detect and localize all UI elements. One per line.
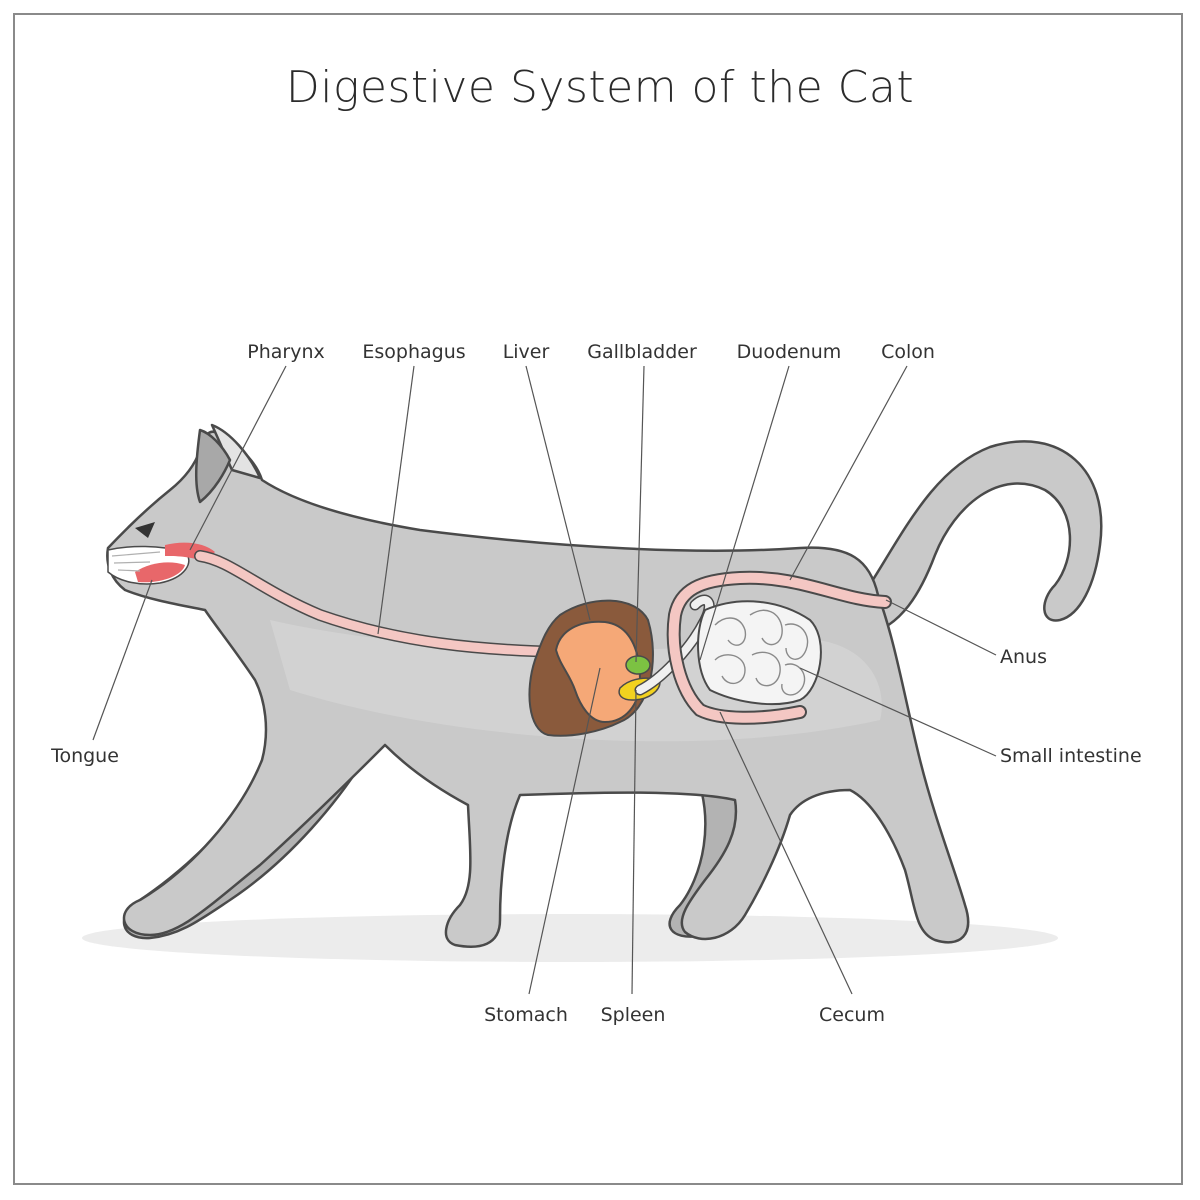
diagram-title: Digestive System of the Cat xyxy=(285,62,915,113)
label-tongue: Tongue xyxy=(50,745,119,767)
leader-lines xyxy=(92,365,997,995)
label-liver: Liver xyxy=(503,341,550,363)
label-esophagus: Esophagus xyxy=(362,341,465,363)
label-colon: Colon xyxy=(881,341,935,363)
tongue-shape xyxy=(135,562,185,583)
label-pharynx: Pharynx xyxy=(247,341,324,363)
label-cecum: Cecum xyxy=(819,1004,885,1026)
cat-ear-back xyxy=(210,423,262,480)
intestine-coils xyxy=(714,609,809,696)
label-gallbladder: Gallbladder xyxy=(587,341,697,363)
label-spleen: Spleen xyxy=(601,1004,666,1026)
cat-tail xyxy=(858,440,1103,632)
label-duodenum: Duodenum xyxy=(737,341,842,363)
teeth-lines xyxy=(111,551,161,572)
label-anus: Anus xyxy=(1000,646,1047,668)
ground-shadow xyxy=(82,914,1058,962)
cat-ear-front xyxy=(194,428,232,504)
label-stomach: Stomach xyxy=(484,1004,568,1026)
label-small-intestine: Small intestine xyxy=(1000,745,1142,767)
cat-eye xyxy=(135,522,155,538)
gallbladder-shape xyxy=(625,655,651,675)
